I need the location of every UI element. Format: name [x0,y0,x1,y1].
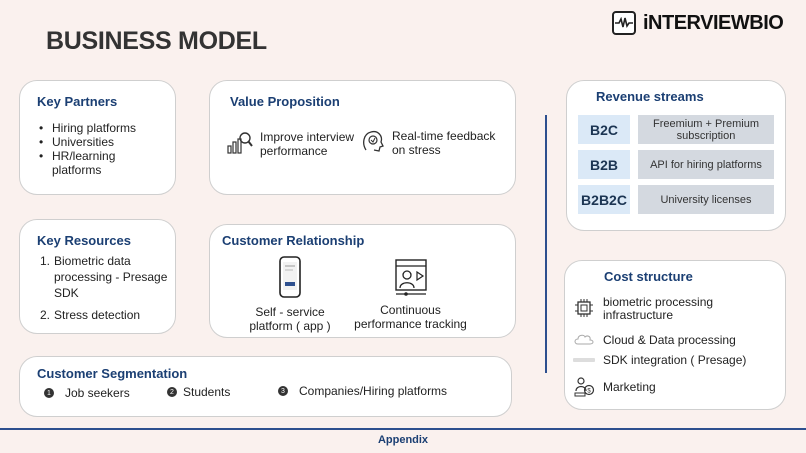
key-partners-title: Key Partners [37,94,118,109]
customer-segmentation-card: Customer Segmentation 1 Job seekers 2 St… [19,356,512,417]
cost-label: Cloud & Data processing [603,333,736,347]
key-partners-list: Hiring platforms Universities HR/learnin… [39,121,148,177]
relationship-item-label: Self - service platform ( app ) [249,305,331,333]
revenue-row-b2c: B2C Freemium + Premium subscription [578,115,774,144]
relationship-item-self-service: Self - service platform ( app ) [240,256,340,333]
value-proposition-title: Value Proposition [230,94,340,109]
list-item: 1.Biometric data processing - Presage SD… [40,254,168,300]
segment-item: 3 Companies/Hiring platforms [278,384,447,398]
marketing-icon: $ [573,375,595,400]
brand-logo: iNTERVIEWBIO [612,11,784,35]
revenue-label: B2C [578,115,630,144]
cost-label: SDK integration ( Presage) [603,353,747,367]
page-title: BUSINESS MODEL [46,27,267,55]
list-item: HR/learning platforms [39,149,148,177]
section-divider [545,115,547,373]
revenue-desc: API for hiring platforms [638,150,774,179]
value-proposition-card: Value Proposition Improve interview perf… [209,80,516,195]
value-item-performance: Improve interview performance [226,130,356,158]
cost-item: Cloud & Data processing [573,332,736,349]
list-item: Universities [39,135,148,149]
key-resources-card: Key Resources 1.Biometric data processin… [19,219,176,334]
cost-structure-card: Cost structure biometric processing infr… [564,260,786,410]
key-resources-title: Key Resources [37,233,131,248]
segment-item: 1 Job seekers [44,386,130,400]
cost-label: biometric processing infrastructure [603,295,714,322]
performance-chart-icon [226,131,254,158]
revenue-row-b2b2c: B2B2C University licenses [578,185,774,214]
logo-text: iNTERVIEWBIO [643,11,784,34]
relationship-item-tracking: Continuous performance tracking [348,258,473,331]
revenue-desc: University licenses [638,185,774,214]
segment-number-badge: 3 [278,386,288,396]
value-item-label: Improve interview performance [260,130,355,158]
revenue-streams-title: Revenue streams [596,89,704,104]
cost-item: SDK integration ( Presage) [573,354,746,367]
cost-item: $ Marketing [573,375,656,400]
cost-item: biometric processing infrastructure [573,296,723,322]
footer-appendix: Appendix [377,434,429,446]
customer-relationship-title: Customer Relationship [222,233,365,248]
chip-icon [573,298,595,321]
revenue-label: B2B2C [578,185,630,214]
revenue-desc: Freemium + Premium subscription [638,115,774,144]
list-item: Hiring platforms [39,121,148,135]
cost-label: Marketing [603,380,656,394]
presage-logo-icon [573,354,595,367]
segment-number-badge: 2 [167,387,177,397]
video-tracking-icon [394,258,428,299]
svg-text:$: $ [587,389,591,395]
list-item: 2.Stress detection [40,308,141,322]
revenue-streams-card: Revenue streams B2C Freemium + Premium s… [566,80,786,231]
value-item-feedback: Real-time feedback on stress [360,128,502,157]
segment-label: Companies/Hiring platforms [299,384,448,398]
key-partners-card: Key Partners Hiring platforms Universiti… [19,80,176,195]
waveform-logo-icon [612,11,636,35]
segment-label: Students [183,385,231,399]
stress-feedback-icon [360,128,386,157]
revenue-row-b2b: B2B API for hiring platforms [578,150,774,179]
segment-number-badge: 1 [44,388,54,398]
cloud-icon [573,332,595,349]
revenue-label: B2B [578,150,630,179]
segment-label: Job seekers [65,386,130,400]
relationship-item-label: Continuous performance tracking [354,303,467,331]
segment-item: 2 Students [167,385,230,399]
key-resources-list: 1.Biometric data processing - Presage SD… [40,253,184,323]
customer-relationship-card: Customer Relationship Self - service pla… [209,224,516,338]
customer-segmentation-title: Customer Segmentation [37,366,188,381]
footer-divider [0,428,806,430]
phone-app-icon [279,256,301,301]
cost-structure-title: Cost structure [604,269,693,284]
value-item-label: Real-time feedback on stress [392,128,496,157]
